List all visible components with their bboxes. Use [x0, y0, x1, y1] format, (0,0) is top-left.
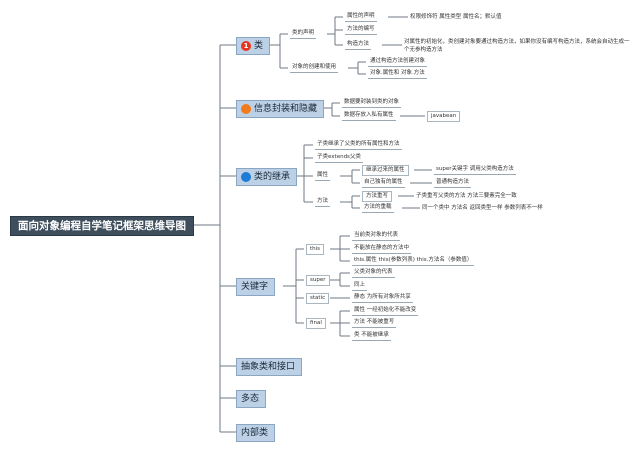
own-attr-detail: 普通构造方法 [434, 178, 472, 188]
encap-item-2: 数据存放入私有属性 [342, 111, 396, 121]
method-write: 方法的编写 [345, 25, 377, 35]
branch-keyword[interactable]: 关键字 [236, 278, 276, 296]
inherit-method: 方法 [315, 197, 331, 207]
attr-declare: 属性的声明 [345, 12, 377, 22]
method-override: 方法重写 [362, 191, 393, 202]
class-declare: 类的声明 [290, 29, 317, 39]
inherit-attr: 属性 [315, 171, 331, 181]
branch-polymorphism[interactable]: 多态 [236, 390, 267, 408]
constructor-detail: 对属性的初始化，类创建对象要通过构造方法，如果你没有编写构造方法，系统会自动生成… [404, 39, 630, 53]
marker-blue-icon [241, 172, 251, 182]
branch-inheritance[interactable]: 类的继承 [236, 168, 298, 186]
encap-item-1: 数据要封装到类的对象 [342, 98, 402, 108]
branch-encapsulation[interactable]: 信息封装和隐藏 [236, 100, 325, 118]
inherit-extends: 子类extends父类 [315, 153, 363, 163]
static-item: 静态 为所有对象所共享 [352, 293, 413, 303]
branch-abstract[interactable]: 抽象类和接口 [236, 358, 303, 376]
this-item-1: 当前类对象的代表 [352, 231, 401, 241]
branch-inheritance-label: 类的继承 [254, 172, 291, 182]
method-overload: 方法的重载 [362, 203, 394, 213]
branch-abstract-label: 抽象类和接口 [241, 362, 296, 372]
object-create: 通过构造方法创建对象 [368, 57, 428, 67]
kw-this: this [306, 244, 325, 255]
branch-class[interactable]: 1 类 [236, 37, 271, 55]
branch-polymorphism-label: 多态 [241, 394, 260, 404]
branch-encapsulation-label: 信息封装和隐藏 [254, 104, 318, 114]
super-item-1: 父类对象的代表 [352, 268, 395, 278]
branch-inner-label: 内部类 [241, 428, 269, 438]
kw-super: super [306, 275, 330, 286]
final-item-1: 属性 一经初始化不能改变 [352, 306, 419, 316]
kw-static: static [306, 293, 330, 304]
inherited-attr: 继承过来的属性 [362, 165, 409, 176]
override-detail: 子类重写父类的方法 方法三要素完全一致 [416, 193, 517, 199]
this-item-2: 不能放在静态的方法中 [352, 244, 412, 254]
final-item-2: 方法 不能被重写 [352, 318, 397, 328]
constructor: 构造方法 [345, 40, 372, 50]
marker-orange-icon [241, 104, 251, 114]
attr-declare-detail: 权限修饰符 属性类型 属性名；默认值 [410, 14, 502, 20]
final-item-3: 类 不能被继承 [352, 331, 391, 341]
branch-keyword-label: 关键字 [241, 282, 269, 292]
branch-inner-class[interactable]: 内部类 [236, 424, 276, 442]
own-attr: 自己独有的属性 [362, 178, 405, 188]
inherit-all: 子类继承了父类的所有属性和方法 [315, 140, 402, 150]
kw-final: final [306, 318, 326, 329]
root-title: 面向对象编程自学笔记框架思维导图 [10, 216, 194, 236]
object-create-use: 对象的创建和使用 [290, 63, 339, 73]
this-item-3: this.属性 this(参数列表) this.方法名（参数值） [352, 256, 475, 266]
marker-1-icon: 1 [241, 41, 251, 51]
branch-class-label: 类 [254, 41, 264, 51]
overload-detail: 同一个类中 方法名 返回类型一样 参数列表不一样 [422, 205, 543, 211]
inherited-attr-detail: super关键字 调用父类构造方法 [434, 165, 516, 175]
super-item-2: 同上 [352, 281, 368, 291]
javabean: javabean [427, 111, 461, 122]
object-use: 对象.属性和 对象.方法 [368, 69, 427, 79]
